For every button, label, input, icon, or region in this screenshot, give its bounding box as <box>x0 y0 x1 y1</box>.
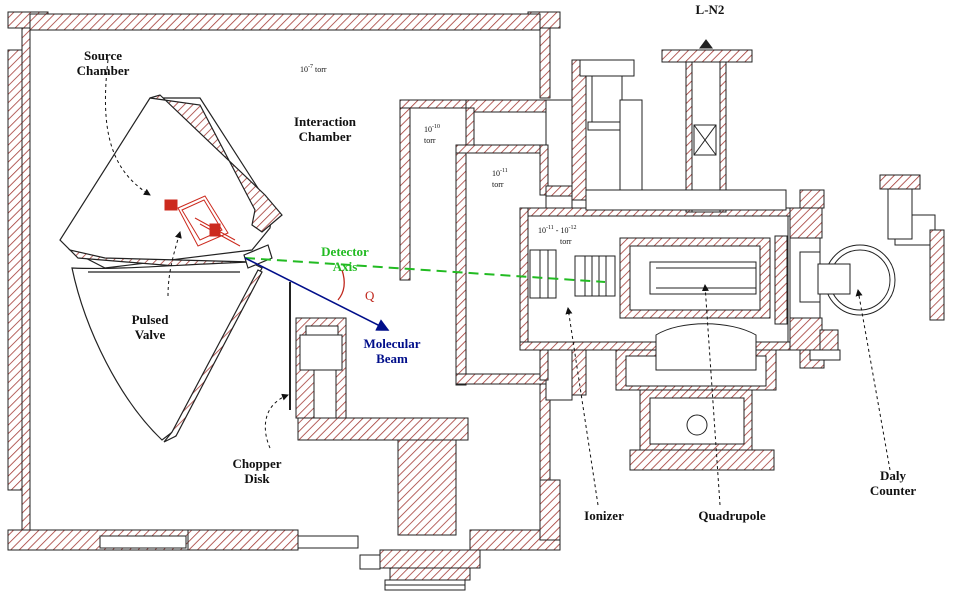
pressure-region2-exp: -11 <box>500 168 508 174</box>
detector-housing <box>519 189 825 369</box>
top-pump-stack <box>579 59 787 211</box>
pressure-ionizer-region: 10-11 - 10-12 <box>538 225 576 235</box>
pressure-region2: 10-11 <box>492 168 508 178</box>
molecular-beam-label-2: Beam <box>376 351 408 366</box>
pressure-region1: 10-10 <box>424 124 440 134</box>
pressure-interaction-unit: torr <box>315 65 327 74</box>
daly-counter-label-1: Daly <box>880 468 907 483</box>
skimmer <box>243 244 273 269</box>
molecular-beam-label-1: Molecular <box>363 336 420 351</box>
pressure-ionizer-unit: torr <box>560 237 572 246</box>
pressure-ionizer-exp2: -12 <box>568 225 576 231</box>
pressure-region1-unit: torr <box>424 136 436 145</box>
detector-axis-label-2: Axis <box>333 259 358 274</box>
chopper-disk-label-1: Chopper <box>232 456 281 471</box>
daly-counter-label-2: Counter <box>870 483 916 498</box>
pressure-ionizer-exp1: -11 <box>546 225 554 231</box>
pressure-region1-exp: -10 <box>432 124 440 130</box>
pulsed-valve-label-2: Valve <box>135 327 166 342</box>
theta-arc <box>337 269 345 301</box>
pulsed-valve-label-1: Pulsed <box>132 312 170 327</box>
daly-counter <box>809 174 945 361</box>
source-chamber-label-1: Source <box>84 48 122 63</box>
pressure-interaction-exp: -7 <box>308 64 313 70</box>
chopper-disk <box>289 282 347 419</box>
bottom-pump-port <box>297 417 481 591</box>
ln2-dewar <box>661 39 753 213</box>
bottom-pump-manifold <box>615 323 777 471</box>
detector-axis-line <box>244 257 606 283</box>
detector-axis-label-1: Detector <box>321 244 369 259</box>
l-n2-label: L-N2 <box>696 2 725 17</box>
theta-label: Q <box>365 288 375 303</box>
ionizer-label: Ionizer <box>584 508 624 523</box>
leader-lines <box>104 59 891 506</box>
pulsed-valve <box>164 195 241 247</box>
interaction-chamber-label-1: Interaction <box>294 114 357 129</box>
differential-region-1 <box>399 99 547 281</box>
source-chamber-label-2: Chamber <box>77 63 130 78</box>
interaction-chamber-label-2: Chamber <box>299 129 352 144</box>
quadrupole-label: Quadrupole <box>698 508 765 523</box>
source-chamber <box>59 94 283 443</box>
chopper-disk-label-2: Disk <box>244 471 270 486</box>
molecular-beam-line <box>244 257 390 331</box>
pressure-region2-unit: torr <box>492 180 504 189</box>
